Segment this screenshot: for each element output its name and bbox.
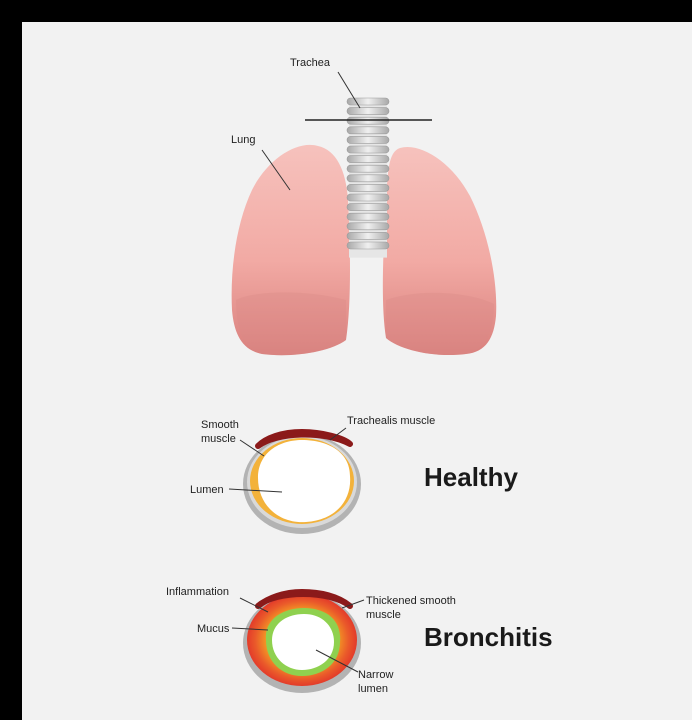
trachea-ring xyxy=(347,184,389,191)
trachealis-muscle-label: Trachealis muscle xyxy=(347,415,435,427)
healthy-lumen xyxy=(258,440,350,522)
trachea-ring xyxy=(347,232,389,239)
trachea-ring xyxy=(347,194,389,201)
lumen-label: Lumen xyxy=(190,484,224,496)
healthy-title: Healthy xyxy=(424,462,518,492)
bronchitis-title: Bronchitis xyxy=(424,622,553,652)
trachea-ring xyxy=(347,242,389,249)
trachea-ring xyxy=(347,146,389,153)
smooth-muscle-label-line1: Smooth xyxy=(201,419,239,431)
bronchitis-narrow-lumen xyxy=(272,614,334,670)
thickened-label-line1: Thickened smooth xyxy=(366,595,456,607)
trachea-ring xyxy=(347,213,389,220)
trachea-ring xyxy=(347,98,389,105)
thickened-label-line2: muscle xyxy=(366,609,401,621)
mucus-label: Mucus xyxy=(197,623,230,635)
trachea-ring xyxy=(347,175,389,182)
healthy-cross-section xyxy=(243,432,361,534)
trachea-illustration xyxy=(347,98,389,258)
lung-label: Lung xyxy=(231,134,255,146)
trachea-ring xyxy=(347,156,389,163)
trachea-ring xyxy=(347,204,389,211)
right-lung-shade xyxy=(386,293,494,355)
trachea-ring xyxy=(347,127,389,134)
narrow-lumen-label-line1: Narrow xyxy=(358,669,394,681)
trachea-label: Trachea xyxy=(290,57,331,69)
trachea-ring xyxy=(347,223,389,230)
trachea-ring xyxy=(347,165,389,172)
left-lung-shade xyxy=(236,292,346,355)
smooth-muscle-label-line2: muscle xyxy=(201,433,236,445)
inflammation-label: Inflammation xyxy=(166,586,229,598)
narrow-lumen-label-line2: lumen xyxy=(358,683,388,695)
trachea-ring xyxy=(347,108,389,115)
trachea-ring xyxy=(347,136,389,143)
